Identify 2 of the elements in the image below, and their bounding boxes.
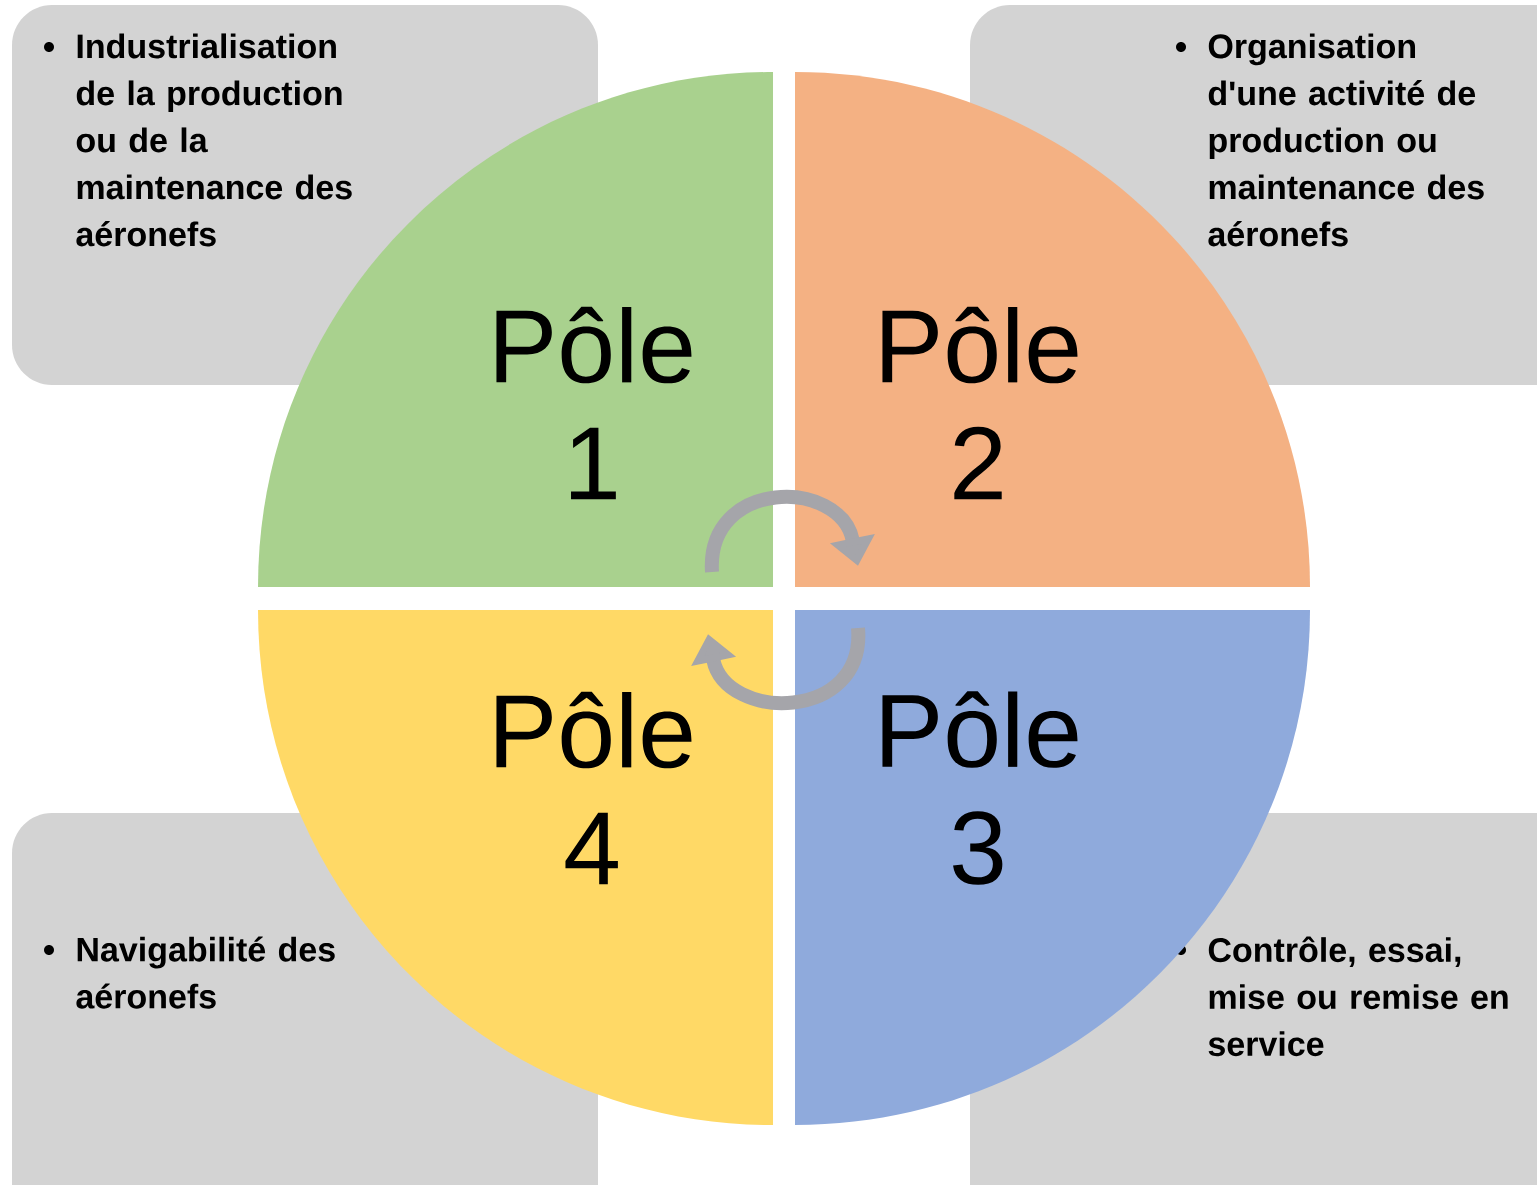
curved-arrow — [691, 627, 865, 710]
curved-arrow — [705, 490, 875, 573]
